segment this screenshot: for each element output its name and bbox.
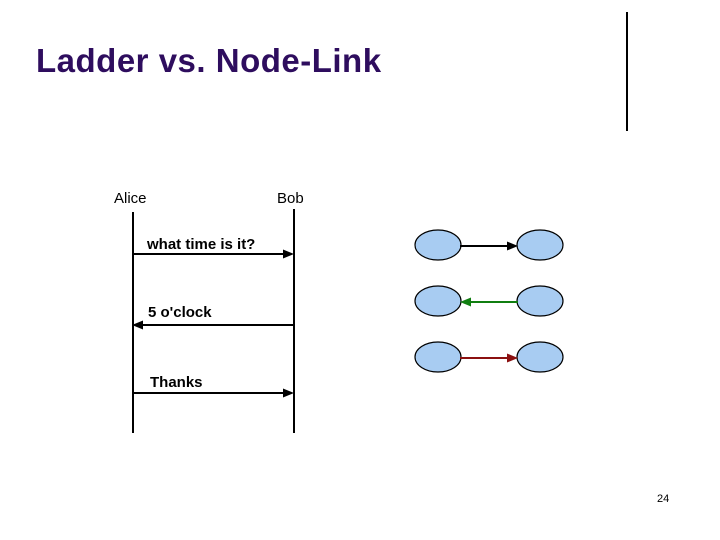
node-ellipse <box>414 341 462 373</box>
message-arrow-right <box>132 388 294 398</box>
page-number: 24 <box>657 493 670 505</box>
arrow-head <box>460 297 471 307</box>
arrow-head <box>507 241 518 251</box>
message-arrow-right <box>132 249 294 259</box>
actor-label-bob: Bob <box>277 190 304 207</box>
node-ellipse-shape <box>414 229 462 261</box>
node-ellipse <box>414 229 462 261</box>
link-arrow-right <box>460 353 518 363</box>
arrow-head <box>507 353 518 363</box>
node-ellipse <box>516 341 564 373</box>
slide-title: Ladder vs. Node-Link <box>36 42 382 79</box>
lifeline-bob <box>293 209 295 433</box>
node-ellipse-shape <box>516 229 564 261</box>
message-label: what time is it? <box>147 236 256 253</box>
node-ellipse <box>414 285 462 317</box>
message-label: Thanks <box>150 374 203 391</box>
message-arrow-left <box>132 320 294 330</box>
header-divider-line <box>626 12 628 131</box>
node-ellipse <box>516 285 564 317</box>
link-arrow-left <box>460 297 518 307</box>
arrow-head <box>283 388 294 398</box>
node-ellipse-shape <box>516 285 564 317</box>
arrow-head <box>283 249 294 259</box>
lifeline-alice <box>132 212 134 433</box>
node-ellipse-shape <box>414 341 462 373</box>
link-arrow-right <box>460 241 518 251</box>
arrow-head <box>132 320 143 330</box>
node-ellipse-shape <box>516 341 564 373</box>
node-ellipse-shape <box>414 285 462 317</box>
node-ellipse <box>516 229 564 261</box>
message-label: 5 o'clock <box>148 304 212 321</box>
actor-label-alice: Alice <box>114 190 147 207</box>
